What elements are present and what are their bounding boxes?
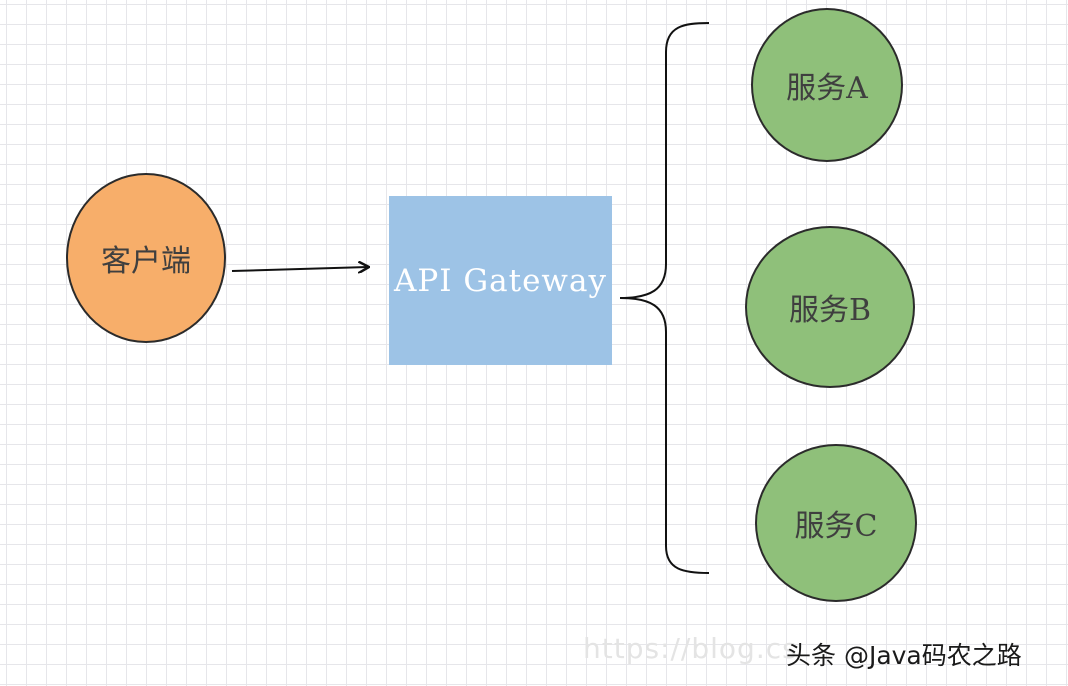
url-watermark: https://blog.cs (583, 632, 798, 665)
author-credit: 头条 @Java码农之路 (786, 641, 1022, 670)
client-label: 客户端 (101, 244, 191, 279)
service-c-node: 服务C (755, 444, 917, 602)
service-b-node: 服务B (745, 226, 915, 388)
service-a-label: 服务A (786, 71, 868, 106)
client-to-gateway-arrow (231, 267, 368, 271)
client-node: 客户端 (66, 173, 226, 343)
service-brace (619, 22, 710, 574)
service-a-node: 服务A (751, 8, 903, 162)
service-c-label: 服务C (794, 509, 878, 544)
api-gateway-label: API Gateway (394, 262, 607, 299)
api-gateway-node: API Gateway (389, 196, 612, 365)
service-b-label: 服务B (788, 293, 872, 328)
